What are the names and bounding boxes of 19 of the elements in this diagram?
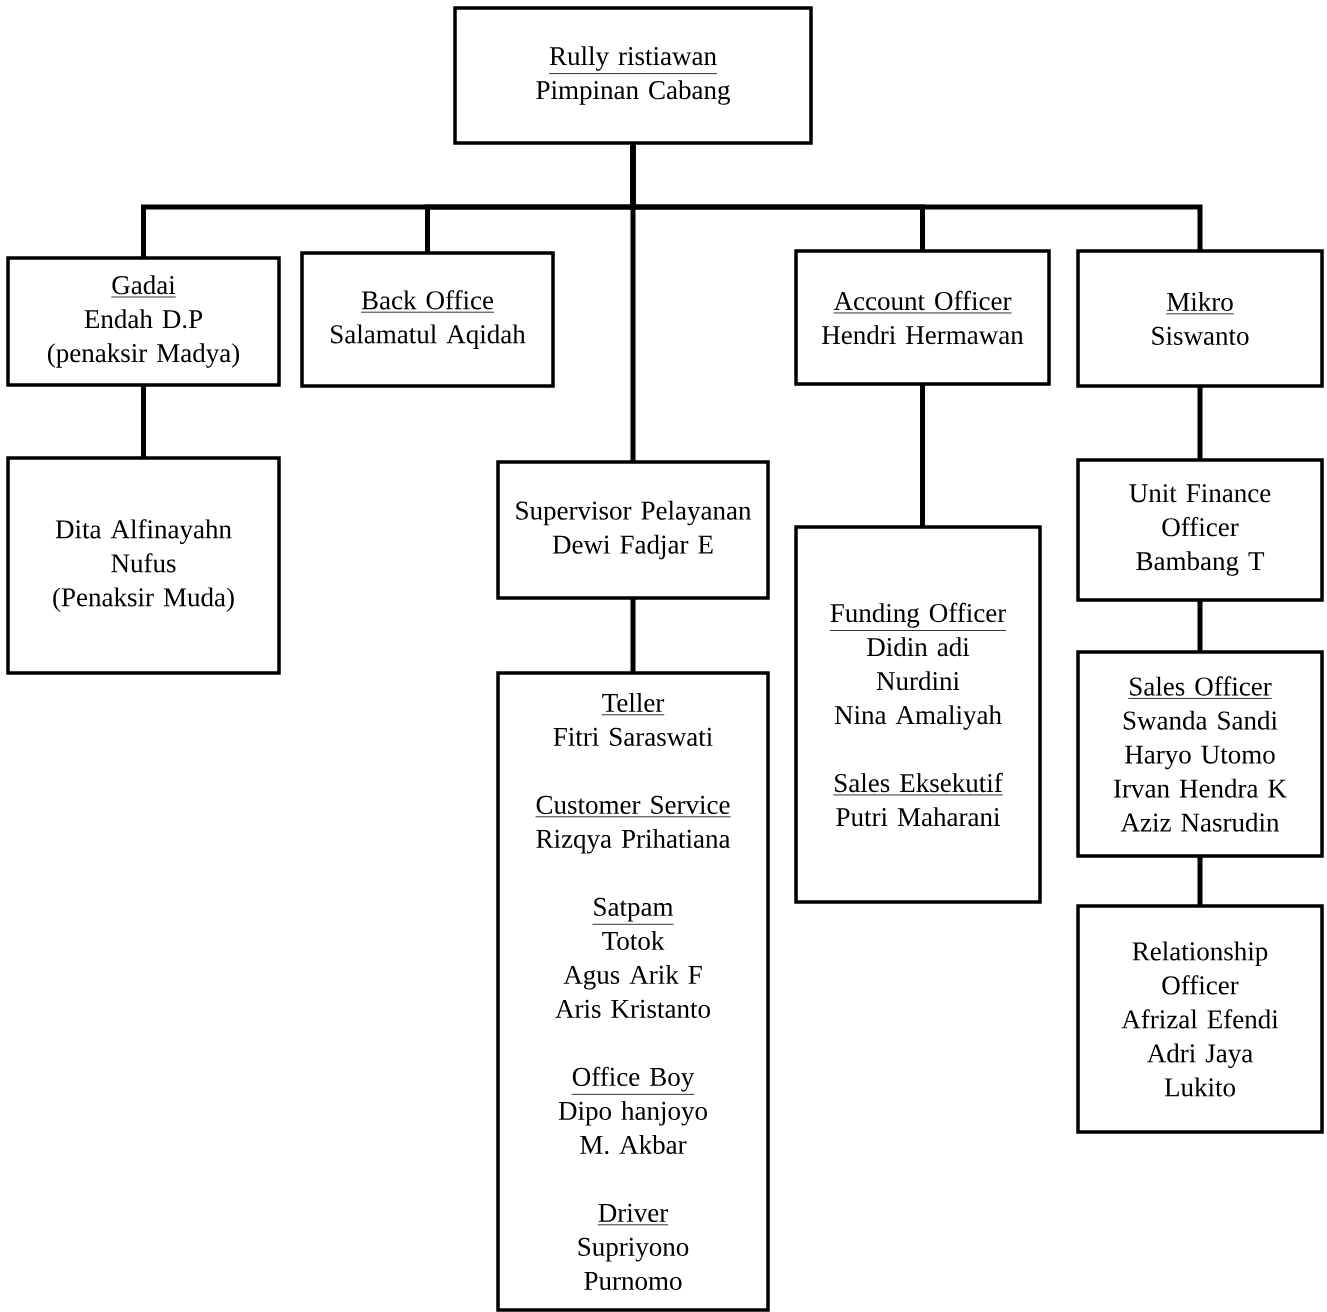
- manager-box: Rully ristiawan Pimpinan Cabang: [453, 6, 813, 145]
- unit-box: Unit Finance Officer Bambang T: [1076, 458, 1324, 602]
- connector-line: [630, 597, 636, 674]
- staff-box: Relationship Officer Afrizal Efendi Adri Jaya Lukito: [1076, 904, 1324, 1134]
- unit-box: Back Office Salamatul Aqidah: [300, 251, 555, 388]
- unit-box: Account Officer Hendri Hermawan: [794, 249, 1051, 386]
- connector-line: [1197, 385, 1203, 461]
- connector-line: [1197, 855, 1203, 907]
- connector-line: [630, 142, 1203, 252]
- unit-box: Supervisor Pelayanan Dewi Fadjar E: [496, 460, 770, 600]
- connector-line: [920, 383, 925, 528]
- staff-box: Funding Officer Didin adi Nurdini Nina Amaliyah Sales Eksekutif Putri Maharani: [794, 525, 1042, 904]
- unit-box: Mikro Siswanto: [1076, 249, 1324, 388]
- staff-box: Dita Alfinayahn Nufus (Penaksir Muda): [6, 456, 281, 675]
- staff-box: Teller Fitri Saraswati Customer Service Rizqya Prihatiana Satpam Totok Agus Arik F Aris Kristanto Office Boy Dipo hanjoyo M. Akbar Driver Supriyono Purnomo: [496, 671, 770, 1312]
- connector-line: [141, 384, 146, 459]
- unit-box: Gadai Endah D.P (penaksir Madya): [6, 256, 281, 387]
- staff-box: Sales Officer Swanda Sandi Haryo Utomo Irvan Hendra K Aziz Nasrudin: [1076, 650, 1324, 858]
- connector-line: [1197, 599, 1203, 653]
